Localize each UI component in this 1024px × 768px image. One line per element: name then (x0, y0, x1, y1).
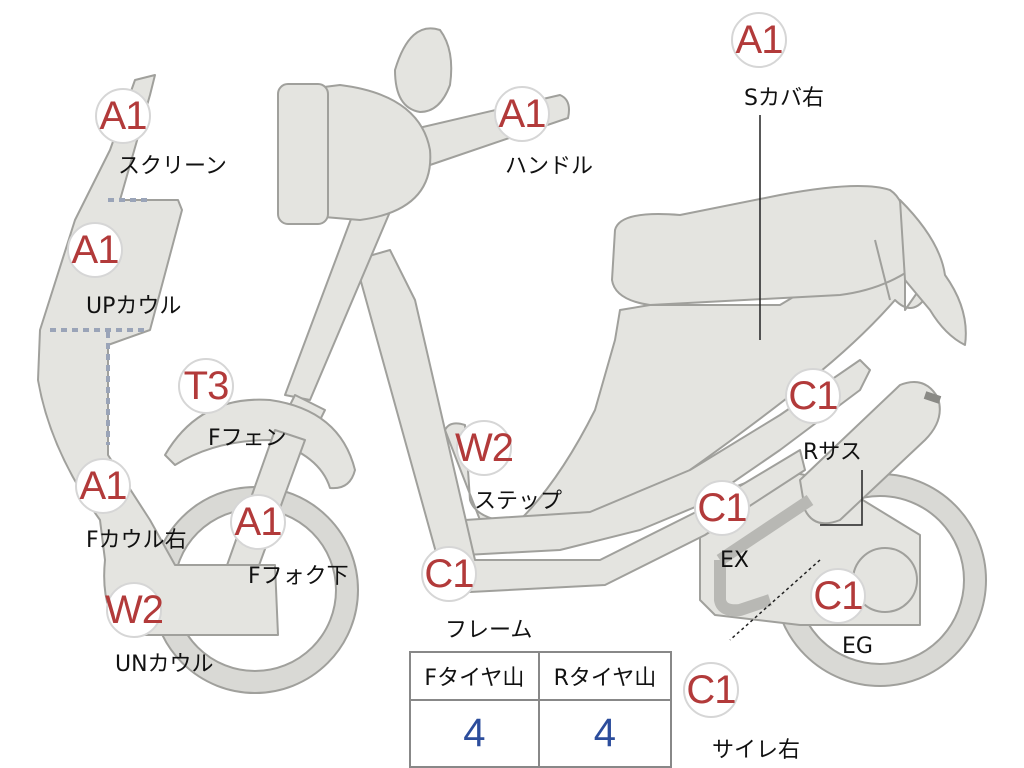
label-f-fender: Fフェン (208, 426, 287, 451)
label-eg: EG (842, 634, 873, 659)
label-un-cowl: UNカウル (115, 652, 214, 677)
label-step: ステップ (474, 489, 563, 514)
grade-badge-step: W2 (455, 420, 514, 476)
label-r-sus: Rサス (803, 440, 862, 465)
grade-badge-frame: C1 (421, 546, 477, 602)
grade-badge-f-cowl-right: A1 (75, 458, 131, 514)
rear-tire-header: Rタイヤ山 (537, 651, 673, 701)
leader-silencer (729, 559, 821, 641)
label-f-cowl-right: Fカウル右 (86, 528, 187, 553)
label-ex: EX (720, 548, 749, 573)
grade-badge-handle: A1 (494, 86, 550, 142)
grade-badge-f-fender: T3 (178, 358, 234, 414)
label-up-cowl: UPカウル (86, 294, 182, 319)
grade-badge-un-cowl: W2 (105, 582, 164, 638)
grade-badge-r-sus: C1 (785, 368, 841, 424)
grade-badge-screen: A1 (95, 88, 151, 144)
label-frame: フレーム (445, 618, 533, 643)
label-screen: スクリーン (118, 154, 227, 179)
label-s-cover-right: Sカバ右 (744, 86, 824, 111)
rear-tire-value: 4 (537, 699, 673, 768)
leader-r-sus (820, 470, 863, 526)
tire-tread-table: Fタイヤ山 Rタイヤ山 4 4 (409, 651, 673, 768)
mirror (394, 27, 453, 113)
grade-badge-up-cowl: A1 (67, 222, 123, 278)
seat (611, 185, 911, 306)
label-f-fork-lower: Fフォク下 (248, 564, 349, 589)
grade-badge-s-cover-right: A1 (731, 12, 787, 68)
label-handle: ハンドル (505, 154, 594, 179)
front-tire-value: 4 (409, 699, 540, 768)
front-fender (164, 398, 356, 490)
grade-badge-eg: C1 (810, 568, 866, 624)
label-silencer-right: サイレ右 (712, 738, 801, 763)
exhaust-pipe (714, 560, 772, 617)
front-tire-header: Fタイヤ山 (409, 651, 540, 701)
grade-badge-f-fork-lower: A1 (230, 494, 286, 550)
rear-shock (799, 381, 941, 525)
grade-badge-silencer-right: C1 (683, 662, 739, 718)
grade-badge-ex: C1 (694, 480, 750, 536)
